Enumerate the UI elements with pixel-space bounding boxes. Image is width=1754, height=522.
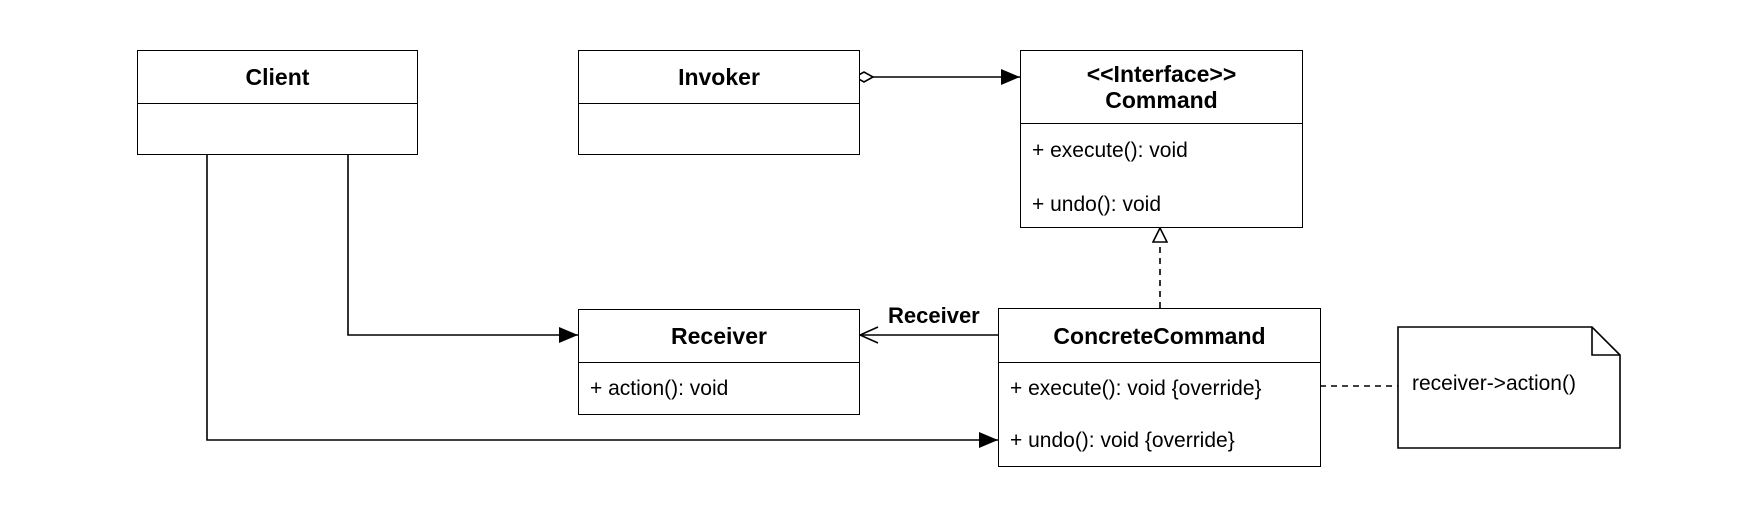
command-interface-ops: + execute(): void + undo(): void	[1021, 124, 1302, 232]
concretecommand-class-ops: + execute(): void {override} + undo(): v…	[999, 363, 1320, 467]
command-op-execute: + execute(): void	[1032, 139, 1188, 162]
receiver-role-label: Receiver	[888, 303, 980, 328]
client-concretecommand-association	[206, 155, 998, 448]
concretecommand-class[interactable]: ConcreteCommand + execute(): void {overr…	[998, 308, 1321, 467]
note-shape	[1397, 326, 1621, 449]
concretecommand-op-undo: + undo(): void {override}	[1010, 429, 1235, 452]
note-text: receiver->action()	[1412, 372, 1576, 395]
command-interface[interactable]: <<Interface>> Command + execute(): void …	[1020, 50, 1303, 228]
receiver-class-name: Receiver	[579, 310, 859, 363]
client-receiver-association	[347, 155, 578, 343]
command-op-undo: + undo(): void	[1032, 193, 1161, 216]
receiver-op-action: + action(): void	[590, 377, 729, 400]
receiver-class[interactable]: Receiver + action(): void	[578, 309, 860, 415]
command-stereotype: <<Interface>>	[1086, 61, 1237, 87]
client-class-name: Client	[138, 51, 417, 104]
command-interface-header: <<Interface>> Command	[1021, 51, 1302, 124]
command-interface-name: Command	[1105, 87, 1218, 113]
invoker-class-name: Invoker	[579, 51, 859, 104]
receiver-class-ops: + action(): void	[579, 363, 859, 414]
client-class[interactable]: Client	[137, 50, 418, 155]
concretecommand-class-name: ConcreteCommand	[999, 309, 1320, 363]
concretecommand-op-execute: + execute(): void {override}	[1010, 377, 1262, 400]
invoker-class[interactable]: Invoker	[578, 50, 860, 155]
